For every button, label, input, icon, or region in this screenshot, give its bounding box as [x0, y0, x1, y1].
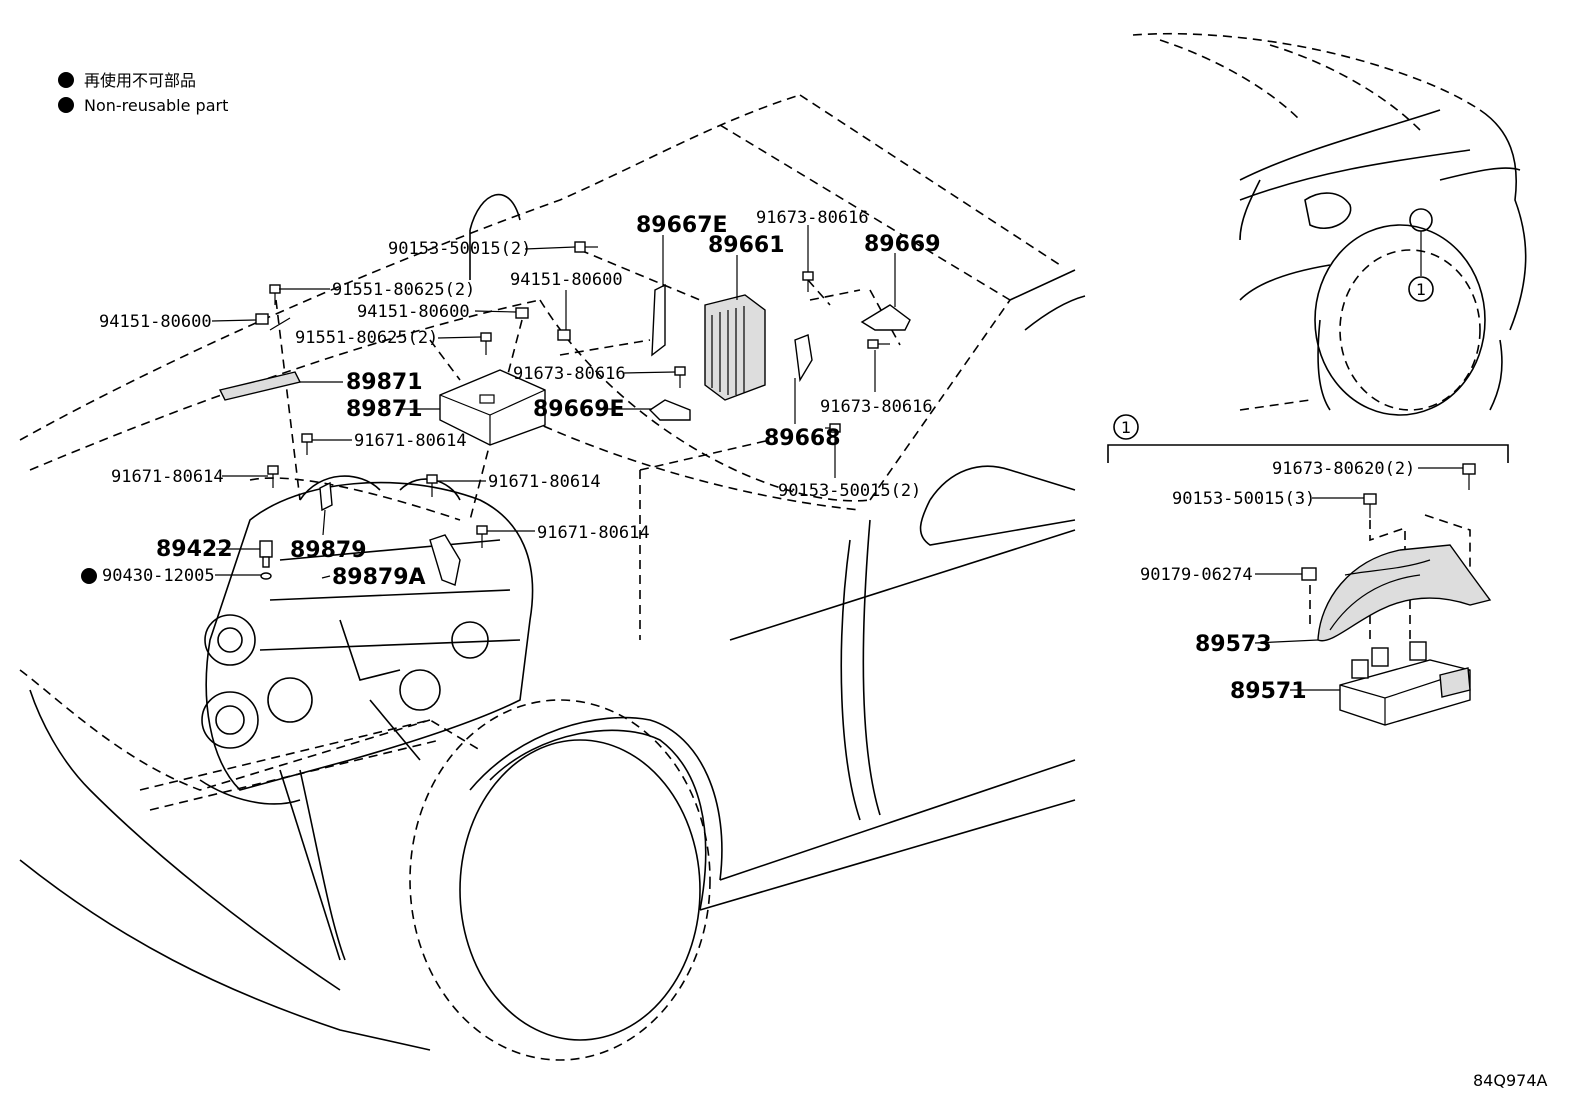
label-89571: 89571 — [1230, 679, 1307, 704]
gasket-icon — [260, 572, 272, 580]
label-89422: 89422 — [156, 537, 233, 562]
leader-lines — [211, 225, 896, 579]
label-91671-80614-a: 91671-80614 — [354, 431, 467, 451]
bolt-icon — [802, 271, 814, 292]
diagram-code: 84Q974A — [1473, 1071, 1547, 1090]
label-94151-80600-left: 94151-80600 — [99, 312, 212, 332]
nut-icon — [557, 329, 571, 341]
ecu-89661-icon — [704, 294, 766, 401]
engine-block — [199, 475, 534, 805]
bolt-icon — [480, 332, 492, 355]
label-90153-50015-2-bottom: 90153-50015(2) — [778, 481, 921, 501]
label-94151-80600-right: 94151-80600 — [510, 270, 623, 290]
label-89668: 89668 — [764, 426, 841, 451]
non-reusable-dot-icon — [81, 568, 97, 584]
bolt-icon — [267, 465, 279, 488]
label-91673-80620-2: 91673-80620(2) — [1272, 459, 1415, 479]
section-marker-circle — [1113, 414, 1139, 440]
nut-icon — [1301, 567, 1317, 581]
bracket-89667e-icon — [651, 283, 666, 357]
bolt-icon — [301, 433, 313, 455]
bolt-icon — [574, 241, 598, 253]
label-90153-50015-2-top: 90153-50015(2) — [388, 239, 531, 259]
label-89879: 89879 — [290, 538, 367, 563]
car-body-outline — [19, 94, 1086, 1061]
label-91671-80614-d: 91671-80614 — [537, 523, 650, 543]
bracket-89668-icon — [794, 334, 813, 383]
bolt-icon — [426, 474, 438, 497]
non-reusable-dot-icon — [58, 72, 74, 88]
label-90430-12005: 90430-12005 — [102, 566, 215, 586]
bracket-89879a-icon — [429, 534, 461, 586]
bolt-icon — [674, 366, 686, 388]
bracket-89669e-icon — [648, 399, 691, 421]
bolt-icon — [1462, 463, 1476, 490]
legend-japanese: 再使用不可部品 — [84, 71, 196, 90]
label-91551-80625-2-mid: 91551-80625(2) — [295, 328, 438, 348]
label-91671-80614-c: 91671-80614 — [488, 472, 601, 492]
label-91673-80616-top: 91673-80616 — [756, 208, 869, 228]
label-89879a: 89879A — [332, 565, 426, 590]
label-91551-80625-2-top: 91551-80625(2) — [332, 280, 475, 300]
label-89669e: 89669E — [533, 397, 625, 422]
rear-inset: 1 — [1132, 32, 1527, 416]
label-89669: 89669 — [864, 232, 941, 257]
nut-icon — [515, 307, 529, 319]
guide-lines — [275, 249, 901, 521]
label-90179-06274: 90179-06274 — [1140, 565, 1253, 585]
legend-english: Non-reusable part — [84, 96, 228, 115]
label-94151-80600-mid: 94151-80600 — [357, 302, 470, 322]
legend: 再使用不可部品 Non-reusable part — [58, 71, 228, 115]
bolt-icon — [269, 284, 281, 305]
computer-89571-icon — [1339, 641, 1471, 726]
inset-marker-number: 1 — [1416, 280, 1426, 299]
bracket-89669-icon — [860, 304, 911, 331]
label-91673-80616-left: 91673-80616 — [513, 364, 626, 384]
label-89871-computer: 89871 — [346, 397, 423, 422]
bolt-icon — [867, 339, 890, 349]
labels-main: 90153-50015(2) 91551-80625(2) 94151-8060… — [81, 208, 941, 590]
cover-89573-icon — [1317, 544, 1492, 642]
label-91671-80614-b: 91671-80614 — [111, 467, 224, 487]
bolt-icon — [476, 525, 488, 548]
sensor-89422-icon — [259, 540, 273, 568]
bolt-icon — [1363, 493, 1377, 518]
bracket-89879-icon — [319, 481, 333, 512]
section-marker-number: 1 — [1121, 418, 1131, 437]
label-91673-80616-right: 91673-80616 — [820, 397, 933, 417]
non-reusable-dot-icon — [58, 97, 74, 113]
parts-main — [218, 241, 911, 586]
inset-marker-circle — [1408, 276, 1434, 302]
nut-icon — [255, 313, 269, 325]
computer-89871-icon — [439, 369, 546, 446]
label-89573: 89573 — [1195, 632, 1272, 657]
label-89871-sensor: 89871 — [346, 370, 423, 395]
label-89667e: 89667E — [636, 213, 728, 238]
label-90153-50015-3: 90153-50015(3) — [1172, 489, 1315, 509]
section-1: 1 — [1107, 414, 1509, 726]
label-89661: 89661 — [708, 233, 785, 258]
